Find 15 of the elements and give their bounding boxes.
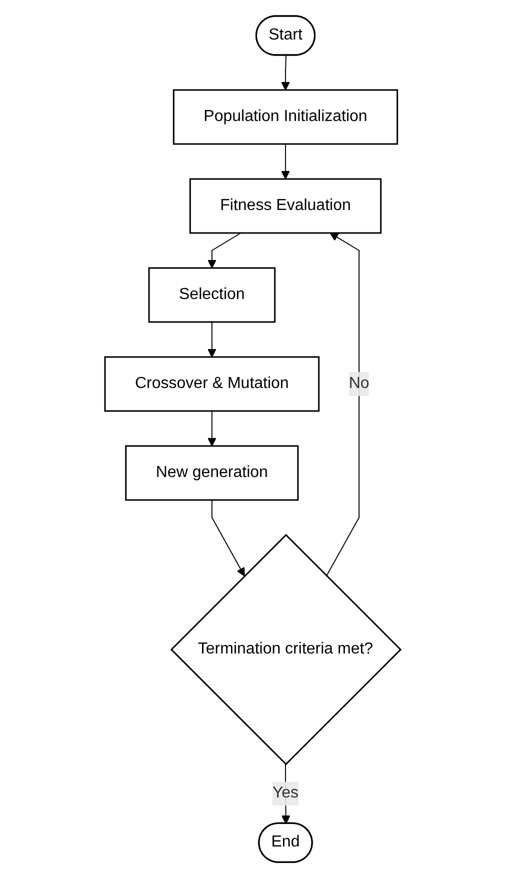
arrow: [208, 322, 217, 358]
arrow: [281, 144, 290, 180]
node-box: Fitness Evaluation: [190, 178, 382, 234]
arrow: [281, 55, 290, 91]
node-box: Crossover & Mutation: [104, 356, 320, 412]
node-diamond: Termination criteria met?: [170, 534, 402, 766]
edge-label: Yes: [272, 785, 299, 802]
arrow: [208, 232, 242, 269]
node-box: Population Initialization: [173, 90, 398, 146]
arrow: [326, 233, 360, 577]
edge-label: No: [349, 375, 370, 392]
node-box: New generation: [125, 446, 299, 502]
arrow: [212, 500, 246, 577]
arrow: [208, 410, 217, 447]
node-box: Selection: [148, 268, 276, 324]
